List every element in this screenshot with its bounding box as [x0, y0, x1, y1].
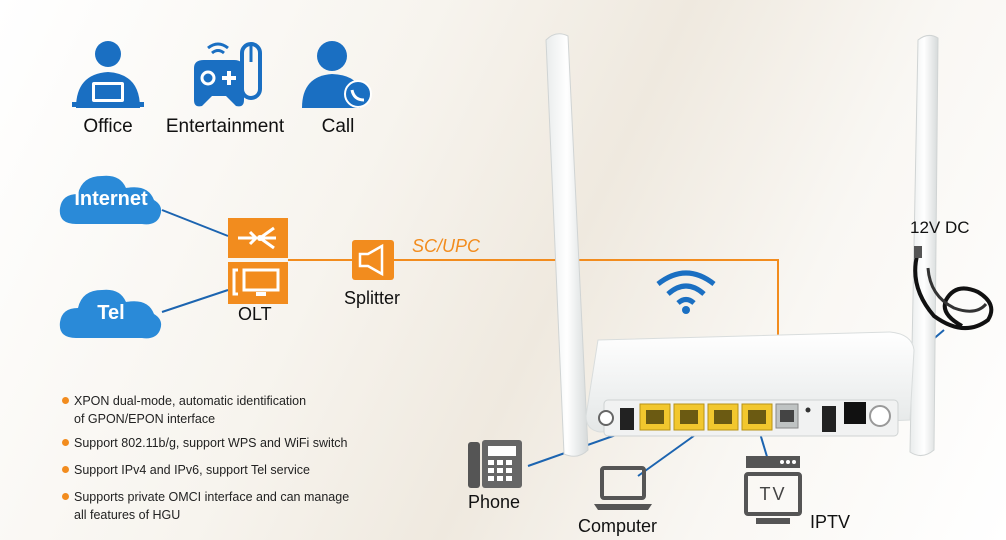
feature-list: XPON dual-mode, automatic identification… [62, 392, 362, 524]
wps-button [620, 408, 634, 430]
feature-text: of GPON/EPON interface [74, 412, 216, 426]
wifi-icon [656, 270, 716, 314]
iptv-label: IPTV [810, 512, 851, 532]
office-label: Office [83, 116, 133, 137]
splitter-label: Splitter [344, 288, 401, 308]
gamepad-mouse-icon [194, 42, 262, 107]
bullet-dot [62, 397, 69, 404]
right-antenna [909, 34, 939, 456]
connector-label: SC/UPC [412, 236, 481, 256]
laptop-icon [594, 466, 652, 510]
power-label: 12V DC [910, 218, 970, 237]
bullet-dot [62, 466, 69, 473]
call-label: Call [321, 116, 355, 137]
internet-olt-line [161, 209, 229, 237]
feature-item: Supports private OMCI interface and can … [62, 488, 362, 524]
feature-text: all features of HGU [74, 508, 181, 522]
splitter-icon [352, 240, 394, 280]
feature-text: Support 802.11b/g, support WPS and WiFi … [74, 436, 348, 450]
phone-label: Phone [468, 492, 521, 512]
office-user-icon [72, 41, 144, 108]
reset-button [598, 410, 614, 426]
feature-text: Support IPv4 and IPv6, support Tel servi… [74, 463, 311, 477]
internet-cloud-icon [59, 175, 162, 225]
olt-label: OLT [238, 304, 272, 324]
computer-label: Computer [578, 516, 658, 536]
bullet-dot [62, 439, 69, 446]
olt-icon [228, 218, 288, 304]
tel-label: Tel [97, 302, 125, 324]
power-cable-icon [913, 246, 994, 330]
user-call-icon [302, 41, 372, 108]
phone-icon [468, 440, 522, 488]
left-antenna [545, 33, 589, 457]
feature-text: Supports private OMCI interface and can … [74, 490, 350, 504]
router-illustration [545, 33, 939, 457]
tv-screen-text: TV [759, 484, 787, 504]
tel-olt-line [161, 289, 229, 313]
feature-item: Support IPv4 and IPv6, support Tel servi… [62, 461, 362, 479]
tv-icon [744, 456, 802, 524]
feature-item: XPON dual-mode, automatic identification… [62, 392, 362, 428]
bullet-dot [62, 493, 69, 500]
tel-cloud-icon [59, 289, 162, 339]
feature-item: Support 802.11b/g, support WPS and WiFi … [62, 434, 362, 452]
entertainment-label: Entertainment [165, 116, 285, 137]
internet-label: Internet [74, 188, 148, 210]
feature-text: XPON dual-mode, automatic identification [74, 394, 307, 408]
